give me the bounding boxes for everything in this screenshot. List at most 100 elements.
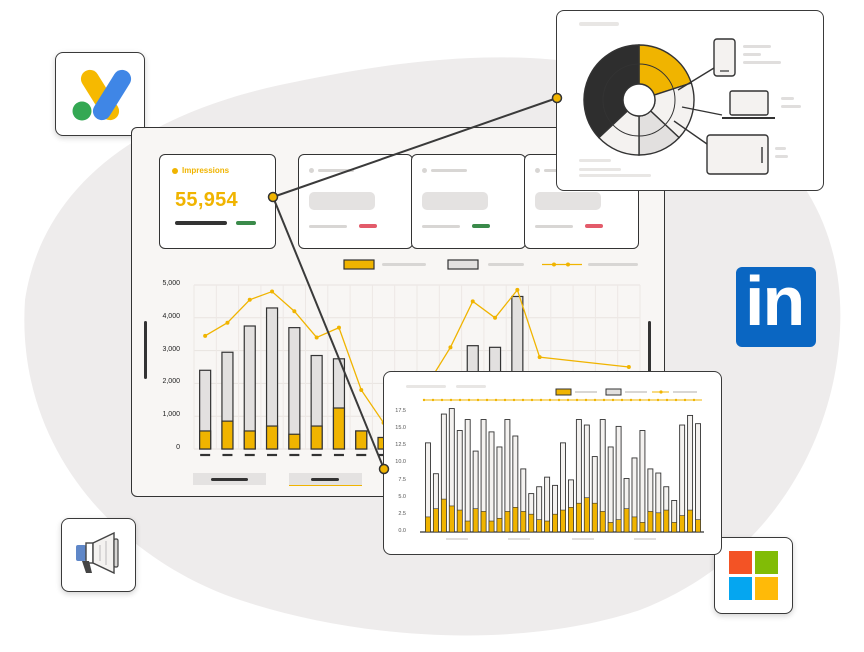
bar-segment [615,519,622,533]
line-point [225,320,230,325]
y-tick-label: 12.5 [395,442,406,449]
line-point [336,325,341,330]
bar-segment [310,425,323,450]
line-point [270,289,275,294]
y-tick-label: 2.5 [398,510,406,517]
megaphone-icon [76,531,119,575]
line-point [247,297,252,302]
status-dot [172,167,178,174]
bottom-tab-active[interactable] [193,473,266,485]
bar-segment [425,516,431,533]
reference-point [512,398,516,402]
line-point [292,309,297,314]
bar-total [607,446,614,533]
bar-segment [568,507,574,533]
bar-segment [520,511,527,533]
bar-total [464,419,471,533]
google-ads-icon [72,69,132,121]
bar-segment [488,520,495,533]
y-tick-label: 0.0 [398,528,406,534]
y-tick-label: 1,000 [162,411,180,419]
pie-hole [622,83,656,117]
kpi-trend-bar [236,221,256,225]
reference-point [485,398,489,402]
y-tick-label: 15.0 [395,425,406,432]
bottom-tab[interactable] [289,473,362,486]
bar-segment [607,522,614,533]
bar-segment [679,515,685,533]
reference-point [539,398,543,402]
y-tick-label: 2,000 [162,378,180,386]
device-pie-chart [583,44,695,156]
reference-point [476,398,480,402]
mobile-icon [713,38,736,77]
bar-segment [639,522,646,533]
bar-segment [655,512,662,533]
y-tick-label: 0 [176,444,180,451]
bar-segment [528,513,535,533]
x-tick-placeholder [572,538,594,540]
line-point [470,299,475,304]
detail-legend [555,388,697,396]
reference-point [440,398,444,402]
y-tick-label: 3,000 [162,345,180,353]
reference-point [548,398,552,402]
bar-segment [631,516,638,533]
line-point [314,335,319,340]
microsoft-tile [714,537,793,614]
reference-point [449,398,453,402]
reference-point [431,398,435,402]
bar-segment [199,430,212,450]
bar-segment [456,509,463,533]
reference-point [521,398,525,402]
line-point [359,387,364,392]
linkedin-logo: in [736,262,816,347]
bar-total [639,430,646,533]
bar-segment [536,519,542,533]
bar-total [288,327,301,450]
bar-segment [512,507,519,533]
bar-segment [441,498,447,533]
reference-point [566,398,570,402]
bar-segment [623,508,630,533]
bar-segment [472,508,479,533]
bar-total [615,425,622,533]
reference-point [530,398,534,402]
bar-segment [647,511,654,533]
reference-point [692,398,696,402]
line-point [203,333,208,338]
reference-point [422,398,426,402]
microsoft-icon [729,551,778,600]
kpi-label: Impressions [172,166,229,175]
reference-point [647,398,651,402]
reference-point [593,398,597,402]
bar-segment [671,522,678,533]
laptop-icon [722,90,775,119]
scroll-handle-right[interactable] [648,321,651,379]
reference-point [602,398,606,402]
scroll-handle-left[interactable] [144,321,147,379]
x-tick-placeholder [508,538,530,540]
x-tick-placeholder [446,538,468,540]
google-ads-tile [55,52,145,136]
y-tick-label: 5.0 [398,493,406,500]
bar-segment [243,430,256,450]
x-tick-placeholder [634,538,656,540]
bar-segment [663,509,670,533]
reference-point [494,398,498,402]
reference-point [638,398,642,402]
bar-segment [332,407,346,450]
bar-segment [504,511,511,533]
bar-segment [433,508,439,533]
pie-inner-ring [602,63,676,137]
line-point [493,315,498,320]
bar-segment [265,425,279,450]
reference-point [611,398,615,402]
reference-point [503,398,507,402]
bar-segment [496,517,503,533]
reference-point [620,398,624,402]
bar-segment [584,497,590,533]
line-point [515,287,520,292]
megaphone-tile [61,518,136,592]
